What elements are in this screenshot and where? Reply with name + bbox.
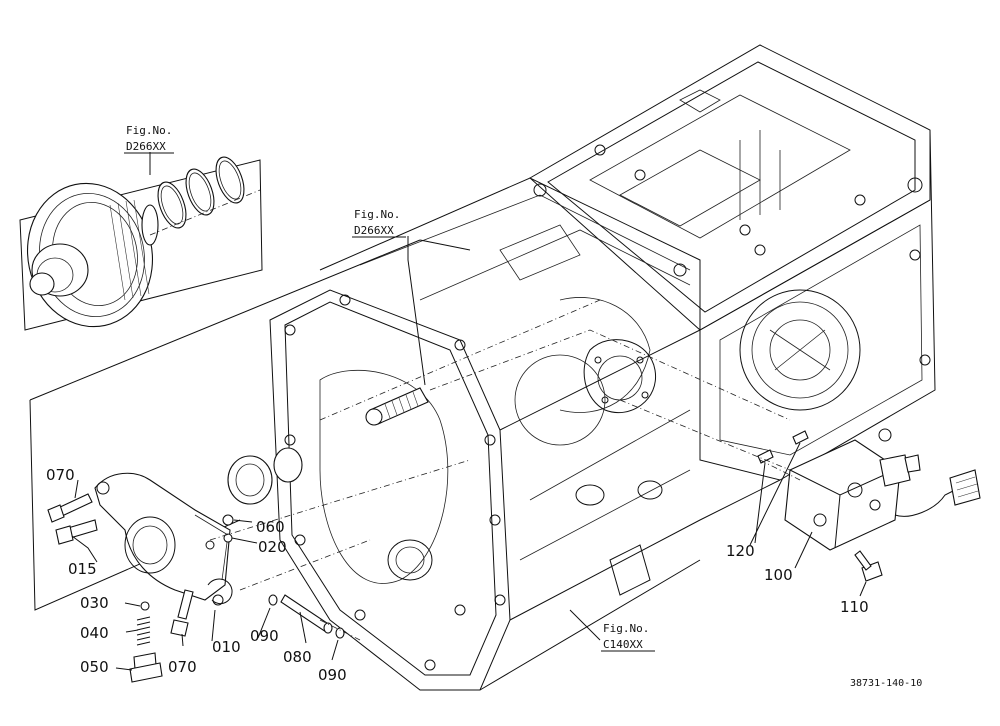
part-label-090-right: 090 [318, 666, 347, 684]
spring-040 [136, 616, 151, 646]
o-ring [273, 447, 303, 483]
part-label-060: 060 [256, 518, 285, 536]
part-label-100: 100 [764, 566, 793, 584]
oil-seal [227, 455, 273, 505]
o-ring-090-a [268, 594, 278, 606]
transmission-case [269, 44, 936, 691]
pins-120 [757, 430, 809, 464]
drawing-id: 38731-140-10 [850, 678, 922, 689]
part-label-030: 030 [80, 594, 109, 612]
valve-100 [784, 439, 981, 551]
ball-030 [140, 601, 150, 611]
part-label-090-left: 090 [250, 627, 279, 645]
fig-ref-line1: Fig.No. [126, 124, 172, 137]
part-label-070-upper: 070 [46, 466, 75, 484]
bolt-070-upper [47, 493, 93, 523]
part-label-010: 010 [212, 638, 241, 656]
part-label-080: 080 [283, 648, 312, 666]
part-label-110: 110 [840, 598, 869, 616]
o-ring-060 [222, 514, 234, 526]
part-label-070-lower: 070 [168, 658, 197, 676]
fig-ref-line2: D266XX [126, 140, 166, 153]
leader-lines [71, 152, 867, 671]
clutch-pack-inset [19, 156, 263, 331]
bolt-110 [854, 550, 883, 582]
part-label-015: 015 [68, 560, 97, 578]
o-ring-090-b [335, 627, 345, 639]
fig-ref-line1: Fig.No. [603, 622, 649, 635]
bolt-070-lower [170, 589, 194, 637]
figure-reference-top-left: Fig.No. D266XX [124, 124, 174, 154]
part-label-020: 020 [258, 538, 287, 556]
part-label-050: 050 [80, 658, 109, 676]
figure-reference-center: Fig.No. D266XX [352, 208, 406, 238]
part-label-040: 040 [80, 624, 109, 642]
fig-ref-line2: C140XX [603, 638, 643, 651]
plug-050 [129, 652, 163, 683]
bolt-015 [55, 519, 98, 545]
figure-reference-bottom: Fig.No. C140XX [601, 622, 655, 652]
fig-ref-line1: Fig.No. [354, 208, 400, 221]
shaft-080 [280, 594, 333, 634]
center-lines [149, 189, 801, 641]
part-label-120: 120 [726, 542, 755, 560]
fig-ref-line2: D266XX [354, 224, 394, 237]
